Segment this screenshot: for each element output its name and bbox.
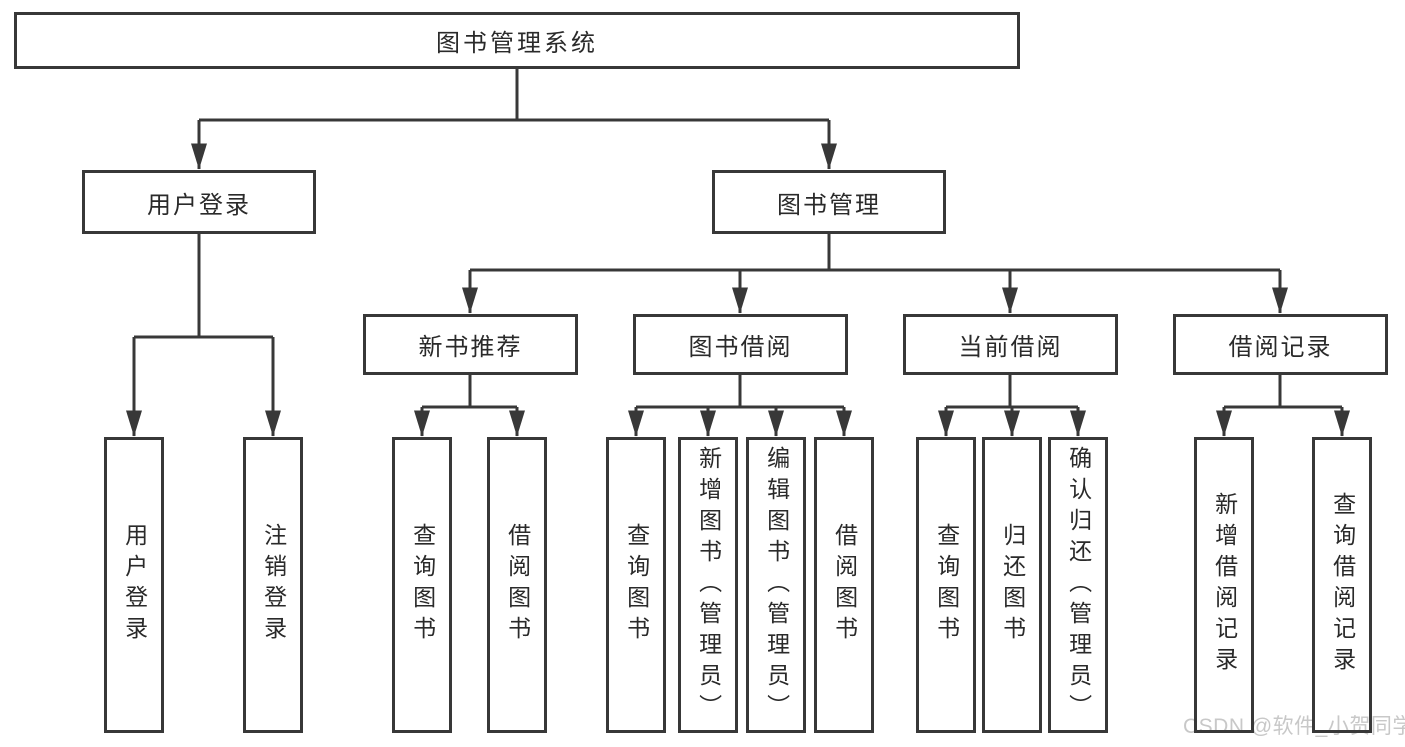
connector-book-borrow-children xyxy=(628,375,852,437)
leaf-bb-edit-books: 编辑图书（管理员） xyxy=(746,437,806,733)
leaf-nbr-query-books-label: 查询图书 xyxy=(409,523,436,647)
connector-user-login-children xyxy=(126,234,281,437)
node-current-borrow: 当前借阅 xyxy=(903,314,1118,375)
leaf-br-add-record-label: 新增借阅记录 xyxy=(1211,492,1238,678)
leaf-cb-return-books: 归还图书 xyxy=(982,437,1042,733)
node-borrow-records-label: 借阅记录 xyxy=(1228,334,1333,361)
connector-current-borrow-children xyxy=(938,375,1086,437)
node-user-login-label: 用户登录 xyxy=(147,191,251,219)
leaf-cb-confirm-return: 确认归还（管理员） xyxy=(1048,437,1108,733)
leaf-bb-borrow-books: 借阅图书 xyxy=(814,437,874,733)
leaf-bb-borrow-books-label: 借阅图书 xyxy=(831,523,858,647)
leaf-logout: 注销登录 xyxy=(243,437,303,733)
leaf-bb-add-books-label: 新增图书（管理员） xyxy=(695,445,722,725)
leaf-br-add-record: 新增借阅记录 xyxy=(1194,437,1254,733)
leaf-cb-query-books-label: 查询图书 xyxy=(933,523,960,647)
node-new-book-rec: 新书推荐 xyxy=(363,314,578,375)
csdn-watermark: CSDN @软件_小贺同学 xyxy=(1183,715,1405,738)
leaf-bb-add-books: 新增图书（管理员） xyxy=(678,437,738,733)
node-root-label: 图书管理系统 xyxy=(436,30,598,57)
node-current-borrow-label: 当前借阅 xyxy=(958,334,1063,361)
leaf-cb-return-books-label: 归还图书 xyxy=(999,523,1026,647)
node-book-borrow-label: 图书借阅 xyxy=(688,334,793,361)
node-book-mgmt: 图书管理 xyxy=(712,170,946,234)
node-book-borrow: 图书借阅 xyxy=(633,314,848,375)
leaf-nbr-borrow-books-label: 借阅图书 xyxy=(504,523,531,647)
leaf-bb-edit-books-label: 编辑图书（管理员） xyxy=(763,445,790,725)
node-user-login: 用户登录 xyxy=(82,170,316,234)
leaf-br-query-record: 查询借阅记录 xyxy=(1312,437,1372,733)
leaf-user-login-label: 用户登录 xyxy=(121,523,148,647)
leaf-nbr-query-books: 查询图书 xyxy=(392,437,452,733)
leaf-bb-query-books-label: 查询图书 xyxy=(623,523,650,647)
node-borrow-records: 借阅记录 xyxy=(1173,314,1388,375)
connector-new-book-rec-children xyxy=(414,375,525,437)
leaf-br-query-record-label: 查询借阅记录 xyxy=(1329,492,1356,678)
leaf-nbr-borrow-books: 借阅图书 xyxy=(487,437,547,733)
connector-borrow-records-children xyxy=(1216,375,1350,437)
connector-book-mgmt-children xyxy=(462,234,1288,314)
node-book-mgmt-label: 图书管理 xyxy=(777,191,881,219)
leaf-bb-query-books: 查询图书 xyxy=(606,437,666,733)
leaf-cb-query-books: 查询图书 xyxy=(916,437,976,733)
leaf-logout-label: 注销登录 xyxy=(260,523,287,647)
node-new-book-rec-label: 新书推荐 xyxy=(418,334,523,361)
connector-root-to-level2 xyxy=(191,69,837,170)
leaf-cb-confirm-return-label: 确认归还（管理员） xyxy=(1065,445,1092,725)
leaf-user-login: 用户登录 xyxy=(104,437,164,733)
node-root: 图书管理系统 xyxy=(14,12,1020,69)
